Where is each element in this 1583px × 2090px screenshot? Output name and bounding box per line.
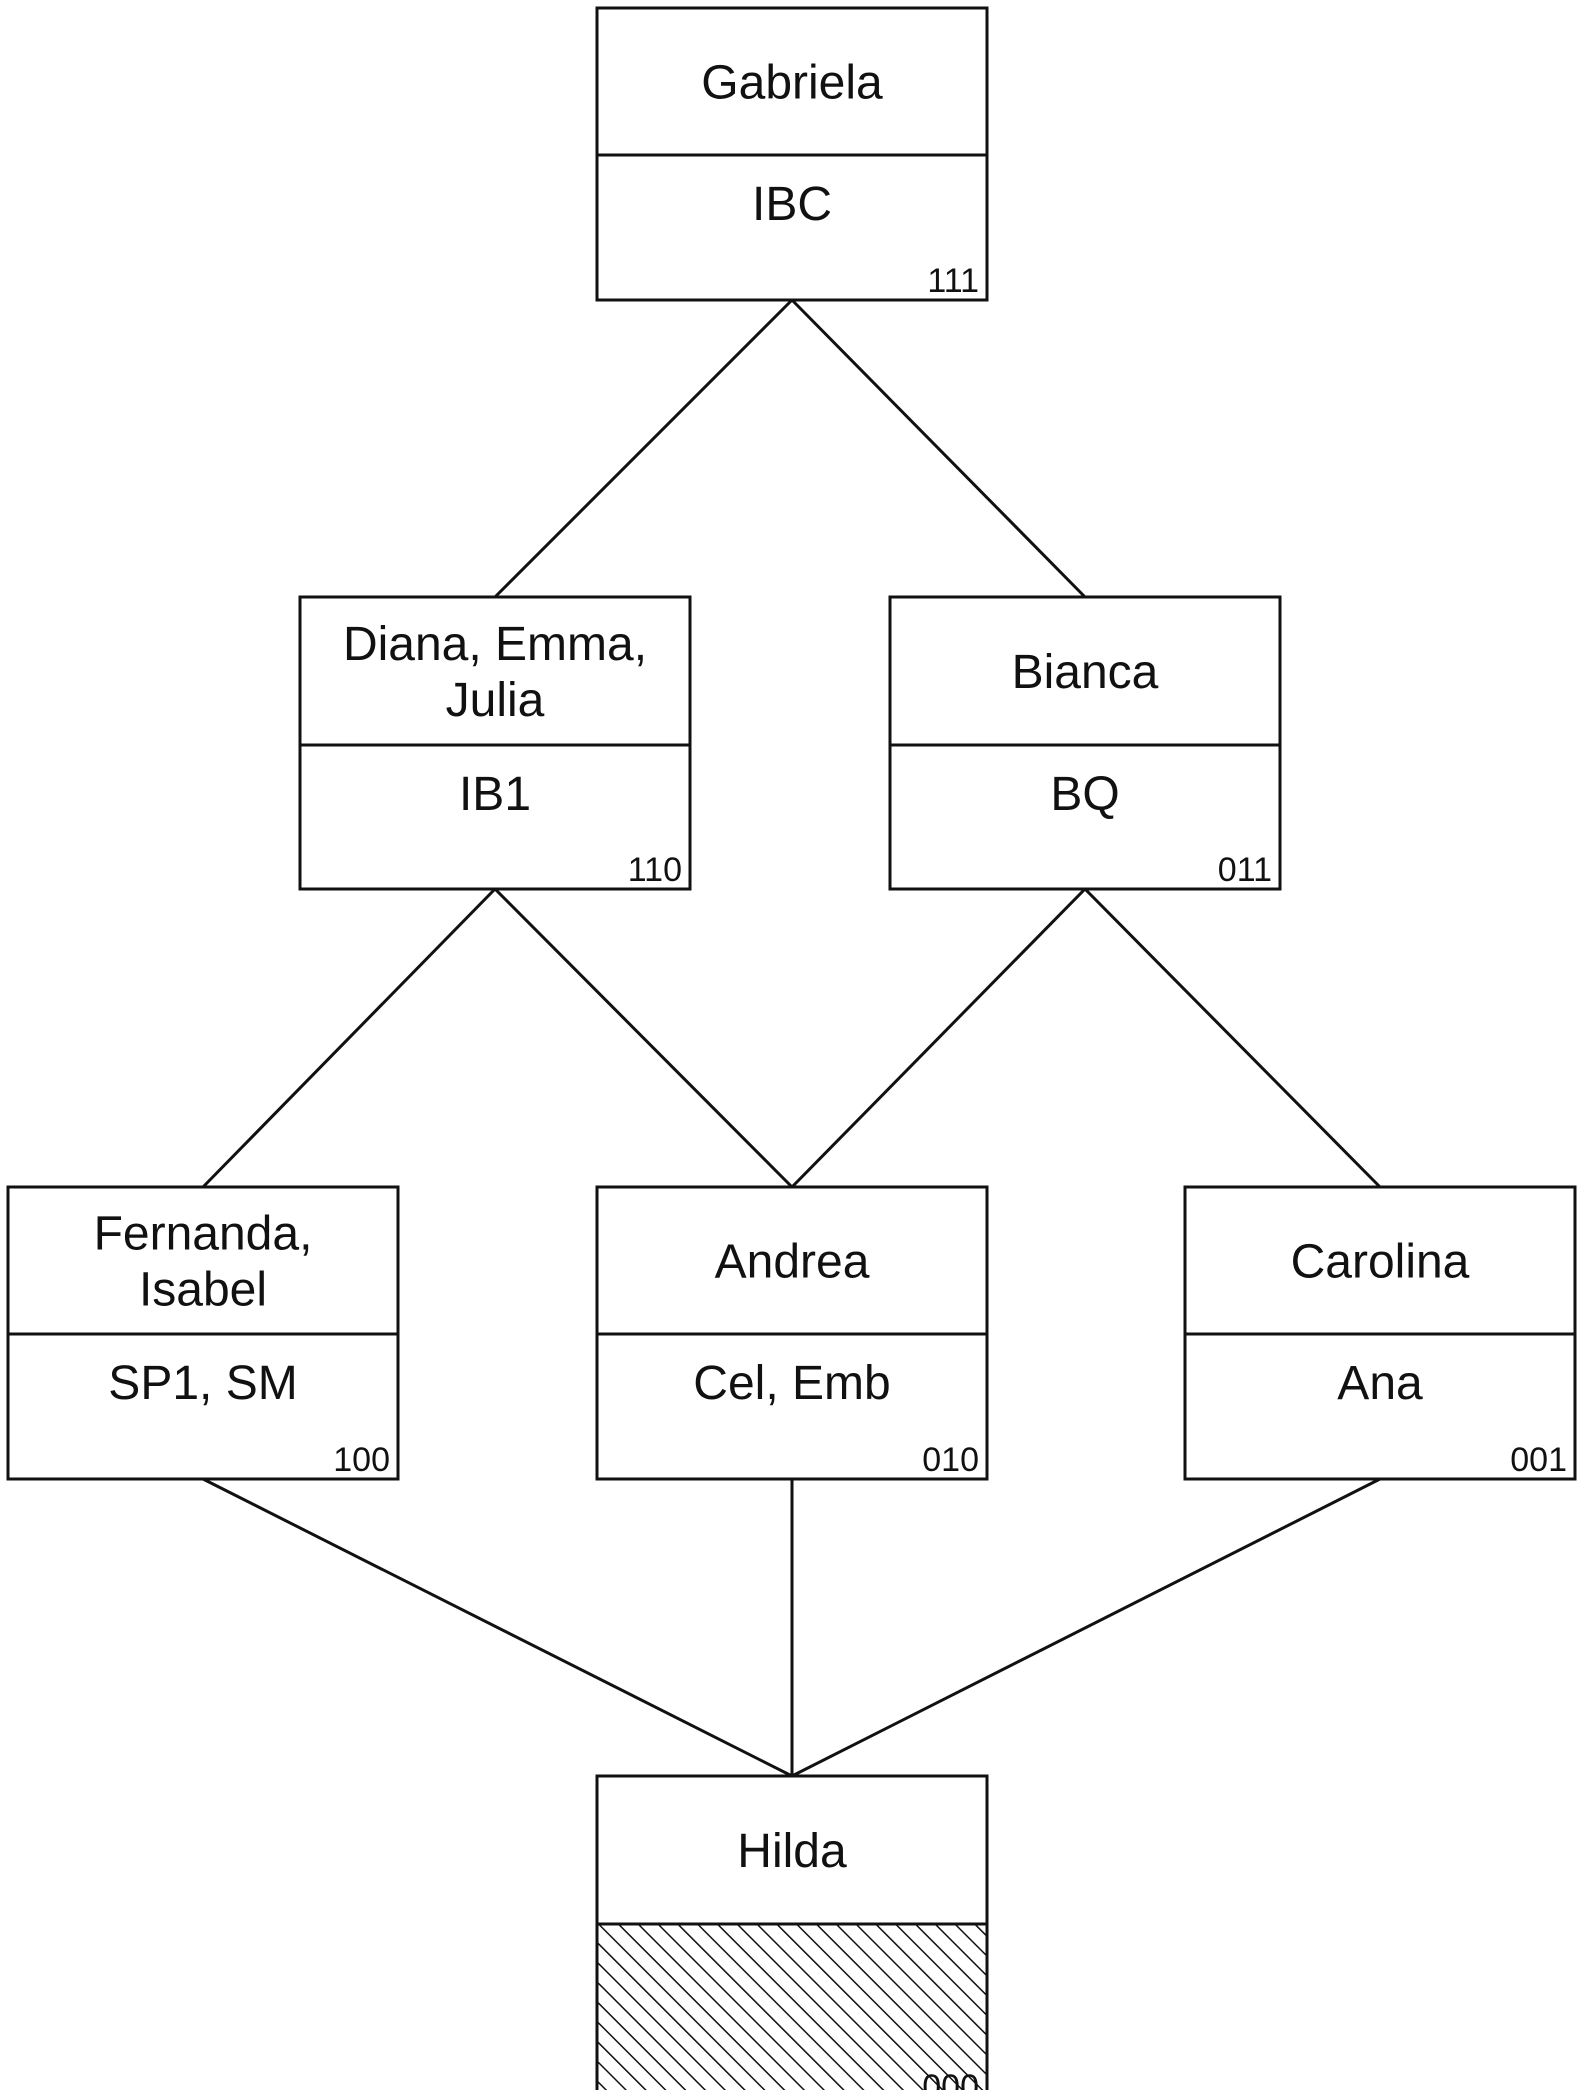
node-top-cell (888, 595, 1282, 747)
node-code-label: 001 (1510, 1441, 1567, 1479)
node-top-cell (1183, 1185, 1577, 1336)
edge-n111-n110 (493, 298, 794, 599)
node-objects-label: Diana, Emma, (343, 618, 647, 671)
node-objects-label: Isabel (139, 1264, 267, 1317)
edge-n011-n001 (1083, 887, 1382, 1189)
node-objects-label: Bianca (1012, 646, 1159, 699)
node-objects-label: Gabriela (701, 57, 883, 110)
node-code-label: 000 (922, 2068, 979, 2090)
node-bottom-cell (595, 153, 989, 302)
edge-n110-n100 (201, 887, 497, 1189)
edge-n100-n000 (202, 1477, 793, 1778)
node-objects-label: Hilda (737, 1825, 847, 1878)
node-bottom-cell (298, 743, 692, 891)
edge-n111-n011 (790, 298, 1087, 599)
node-objects-label: Andrea (715, 1236, 870, 1289)
edges-layer (201, 298, 1382, 1778)
node-objects-label: Julia (446, 674, 545, 727)
node-code-label: 010 (922, 1441, 979, 1479)
node-objects-label: Fernanda, (94, 1208, 313, 1261)
node-bottom-cell (1183, 1332, 1577, 1481)
node-objects-label: Carolina (1291, 1236, 1470, 1289)
node-attributes-label: IB1 (459, 768, 531, 821)
node-top-cell (595, 1185, 989, 1336)
node-bottom-cell (888, 743, 1282, 891)
node-attributes-label: Cel, Emb (693, 1357, 890, 1410)
node-code-label: 100 (333, 1441, 390, 1479)
node-attributes-label: SP1, SM (108, 1357, 297, 1410)
node-attributes-label: IBC (752, 178, 832, 231)
node-bottom-cell (6, 1332, 400, 1481)
node-code-label: 011 (1218, 851, 1272, 889)
edge-n011-n010 (790, 887, 1087, 1189)
node-code-label: 110 (628, 851, 682, 889)
node-bottom-cell-hatched (595, 1922, 989, 2090)
node-code-label: 111 (927, 262, 979, 300)
edge-n001-n000 (791, 1477, 1381, 1778)
node-top-cell (595, 1774, 989, 1926)
edge-n110-n010 (493, 887, 794, 1189)
node-bottom-cell (595, 1332, 989, 1481)
node-attributes-label: Ana (1337, 1357, 1423, 1410)
node-attributes-label: BQ (1050, 768, 1119, 821)
node-top-cell (6, 1185, 400, 1336)
concept-node-000: Hilda 000 (595, 1774, 989, 2090)
